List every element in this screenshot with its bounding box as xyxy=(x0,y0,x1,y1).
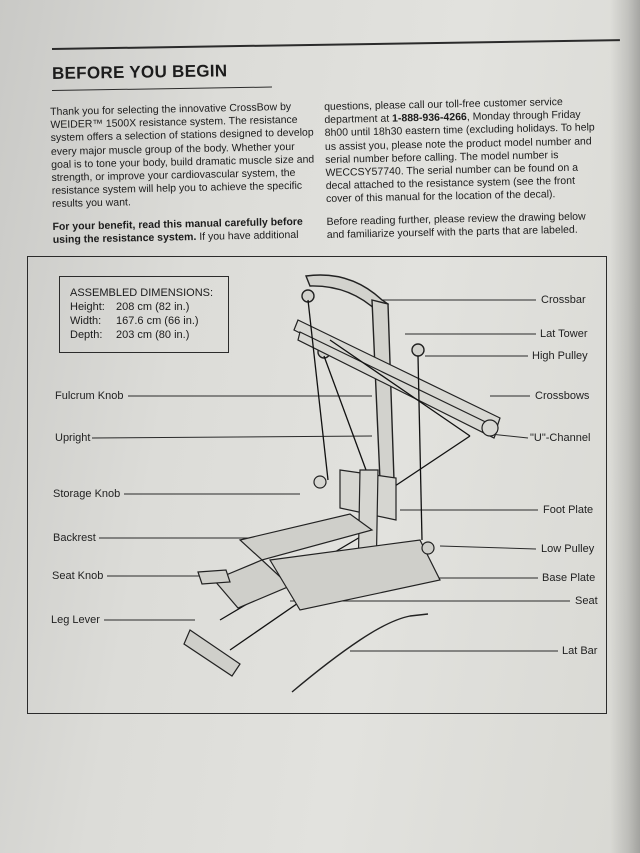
dimension-row-height: Height: 208 cm (82 in.) xyxy=(70,301,189,315)
backrest-shape xyxy=(238,513,374,561)
high-pulley xyxy=(411,343,425,357)
label-low-pulley: Low Pulley xyxy=(541,543,595,555)
label-lat-tower: Lat Tower xyxy=(540,328,588,340)
leader-line xyxy=(91,435,373,439)
dimension-row-depth: Depth: 203 cm (80 in.) xyxy=(70,329,189,343)
leg-lever-shape xyxy=(183,629,241,677)
label-crossbows: Crossbows xyxy=(535,390,590,402)
cable xyxy=(329,339,471,437)
seat-knob-shape xyxy=(197,569,231,585)
label-crossbar: Crossbar xyxy=(541,294,586,306)
label-leg-lever: Leg Lever xyxy=(51,614,100,626)
label-fulcrum-knob: Fulcrum Knob xyxy=(55,390,124,402)
label-storage-knob: Storage Knob xyxy=(53,488,121,500)
dimension-value: 167.6 cm (66 in.) xyxy=(116,315,199,327)
dimension-value: 203 cm (80 in.) xyxy=(116,329,190,341)
dimension-row-width: Width: 167.6 cm (66 in.) xyxy=(70,315,199,329)
label-seat-knob: Seat Knob xyxy=(52,570,104,582)
dimension-value: 208 cm (82 in.) xyxy=(116,301,190,313)
cable xyxy=(307,299,329,481)
dimension-label: Width: xyxy=(70,315,102,327)
lat-tower-shape xyxy=(371,299,395,481)
label-high-pulley: High Pulley xyxy=(532,350,588,362)
leader-line xyxy=(439,545,537,550)
label-foot-plate: Foot Plate xyxy=(543,504,594,516)
dimension-label: Height: xyxy=(70,301,105,313)
label-u-channel: "U"-Channel xyxy=(530,432,591,444)
lat-bar-shape xyxy=(291,613,429,693)
assembled-dimensions-box: ASSEMBLED DIMENSIONS: Height: 208 cm (82 … xyxy=(59,276,229,353)
cable xyxy=(391,435,471,489)
parts-diagram-frame xyxy=(27,256,607,714)
low-pulley xyxy=(421,541,435,555)
leader-line xyxy=(489,433,529,439)
page-edge-shadow xyxy=(610,0,640,853)
crossbow-end-pulley xyxy=(481,419,499,437)
cable xyxy=(417,355,423,541)
label-lat-bar: Lat Bar xyxy=(562,645,598,657)
cable xyxy=(323,355,367,471)
dimensions-title: ASSEMBLED DIMENSIONS: xyxy=(70,287,214,299)
label-upright: Upright xyxy=(55,432,91,444)
label-seat: Seat xyxy=(575,595,598,607)
label-backrest: Backrest xyxy=(53,532,96,544)
label-base-plate: Base Plate xyxy=(542,572,596,584)
crossbows-shape xyxy=(297,331,499,439)
base-plate-shape xyxy=(269,539,441,611)
storage-knob xyxy=(313,475,327,489)
dimension-label: Depth: xyxy=(70,329,103,341)
